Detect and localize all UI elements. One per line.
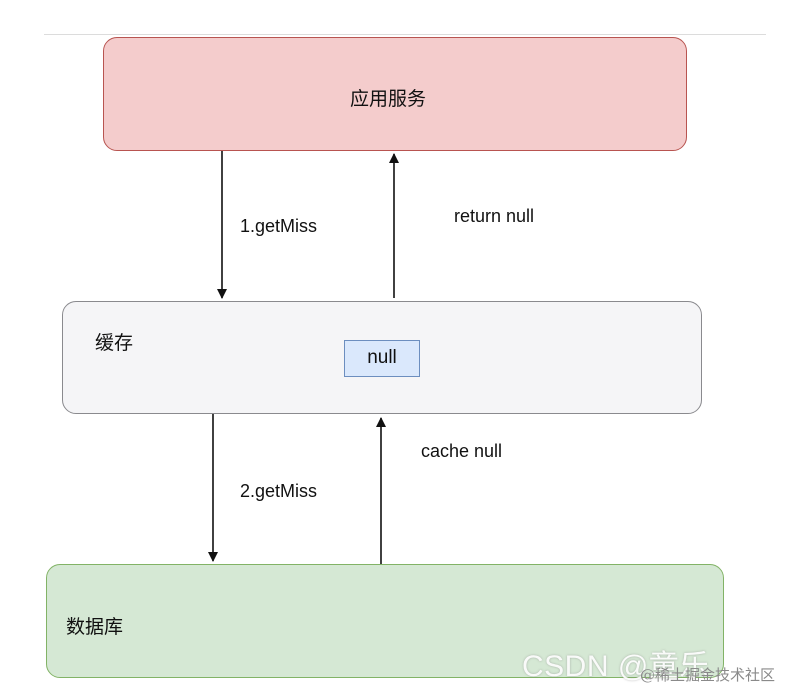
edge-label-get-miss-2: 2.getMiss: [240, 481, 318, 501]
juejin-watermark: @稀土掘金技术社区: [640, 666, 776, 684]
top-divider: [44, 34, 766, 35]
edge-label-cache-null: cache null: [421, 441, 503, 461]
cache-null-value: null: [344, 340, 420, 377]
edge-label-return-null: return null: [454, 206, 535, 226]
edge-label-get-miss-1: 1.getMiss: [240, 216, 318, 236]
database-node: [46, 564, 724, 678]
cache-label: 缓存: [95, 332, 134, 354]
database-label: 数据库: [66, 616, 124, 638]
csdn-watermark: CSDN @童乐: [522, 650, 710, 683]
app-service-label: 应用服务: [350, 88, 427, 110]
app-service-node: [103, 37, 687, 151]
